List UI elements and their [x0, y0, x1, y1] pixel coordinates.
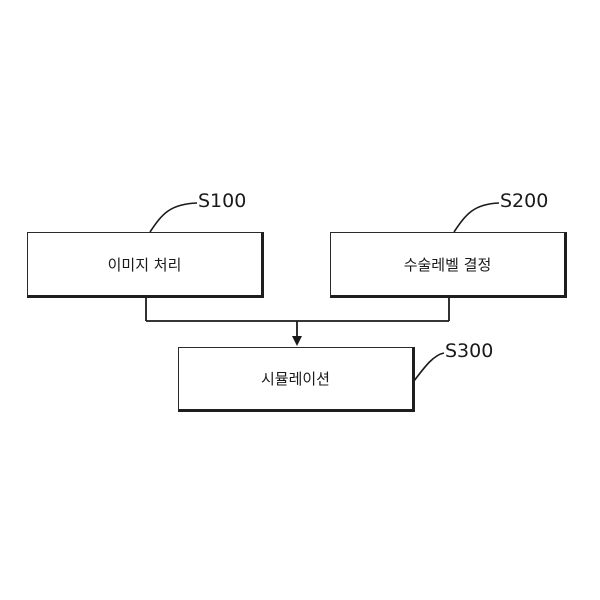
ref-label-s100: S100	[198, 190, 247, 212]
step-label-simulation: 시뮬레이션	[260, 370, 330, 388]
step-label-surgery-level: 수술레벨 결정	[403, 255, 492, 274]
leader-line-s200	[453, 202, 500, 233]
step-label-image-processing: 이미지 처리	[107, 255, 182, 274]
leader-line-s300	[413, 352, 445, 382]
leader-line-s100	[149, 202, 198, 233]
step-box-image-processing: 이미지 처리	[27, 232, 264, 298]
ref-label-s300: S300	[445, 340, 494, 362]
step-box-simulation: 시뮬레이션	[178, 347, 415, 412]
ref-label-s200: S200	[500, 190, 549, 212]
step-box-surgery-level: 수술레벨 결정	[330, 232, 567, 298]
